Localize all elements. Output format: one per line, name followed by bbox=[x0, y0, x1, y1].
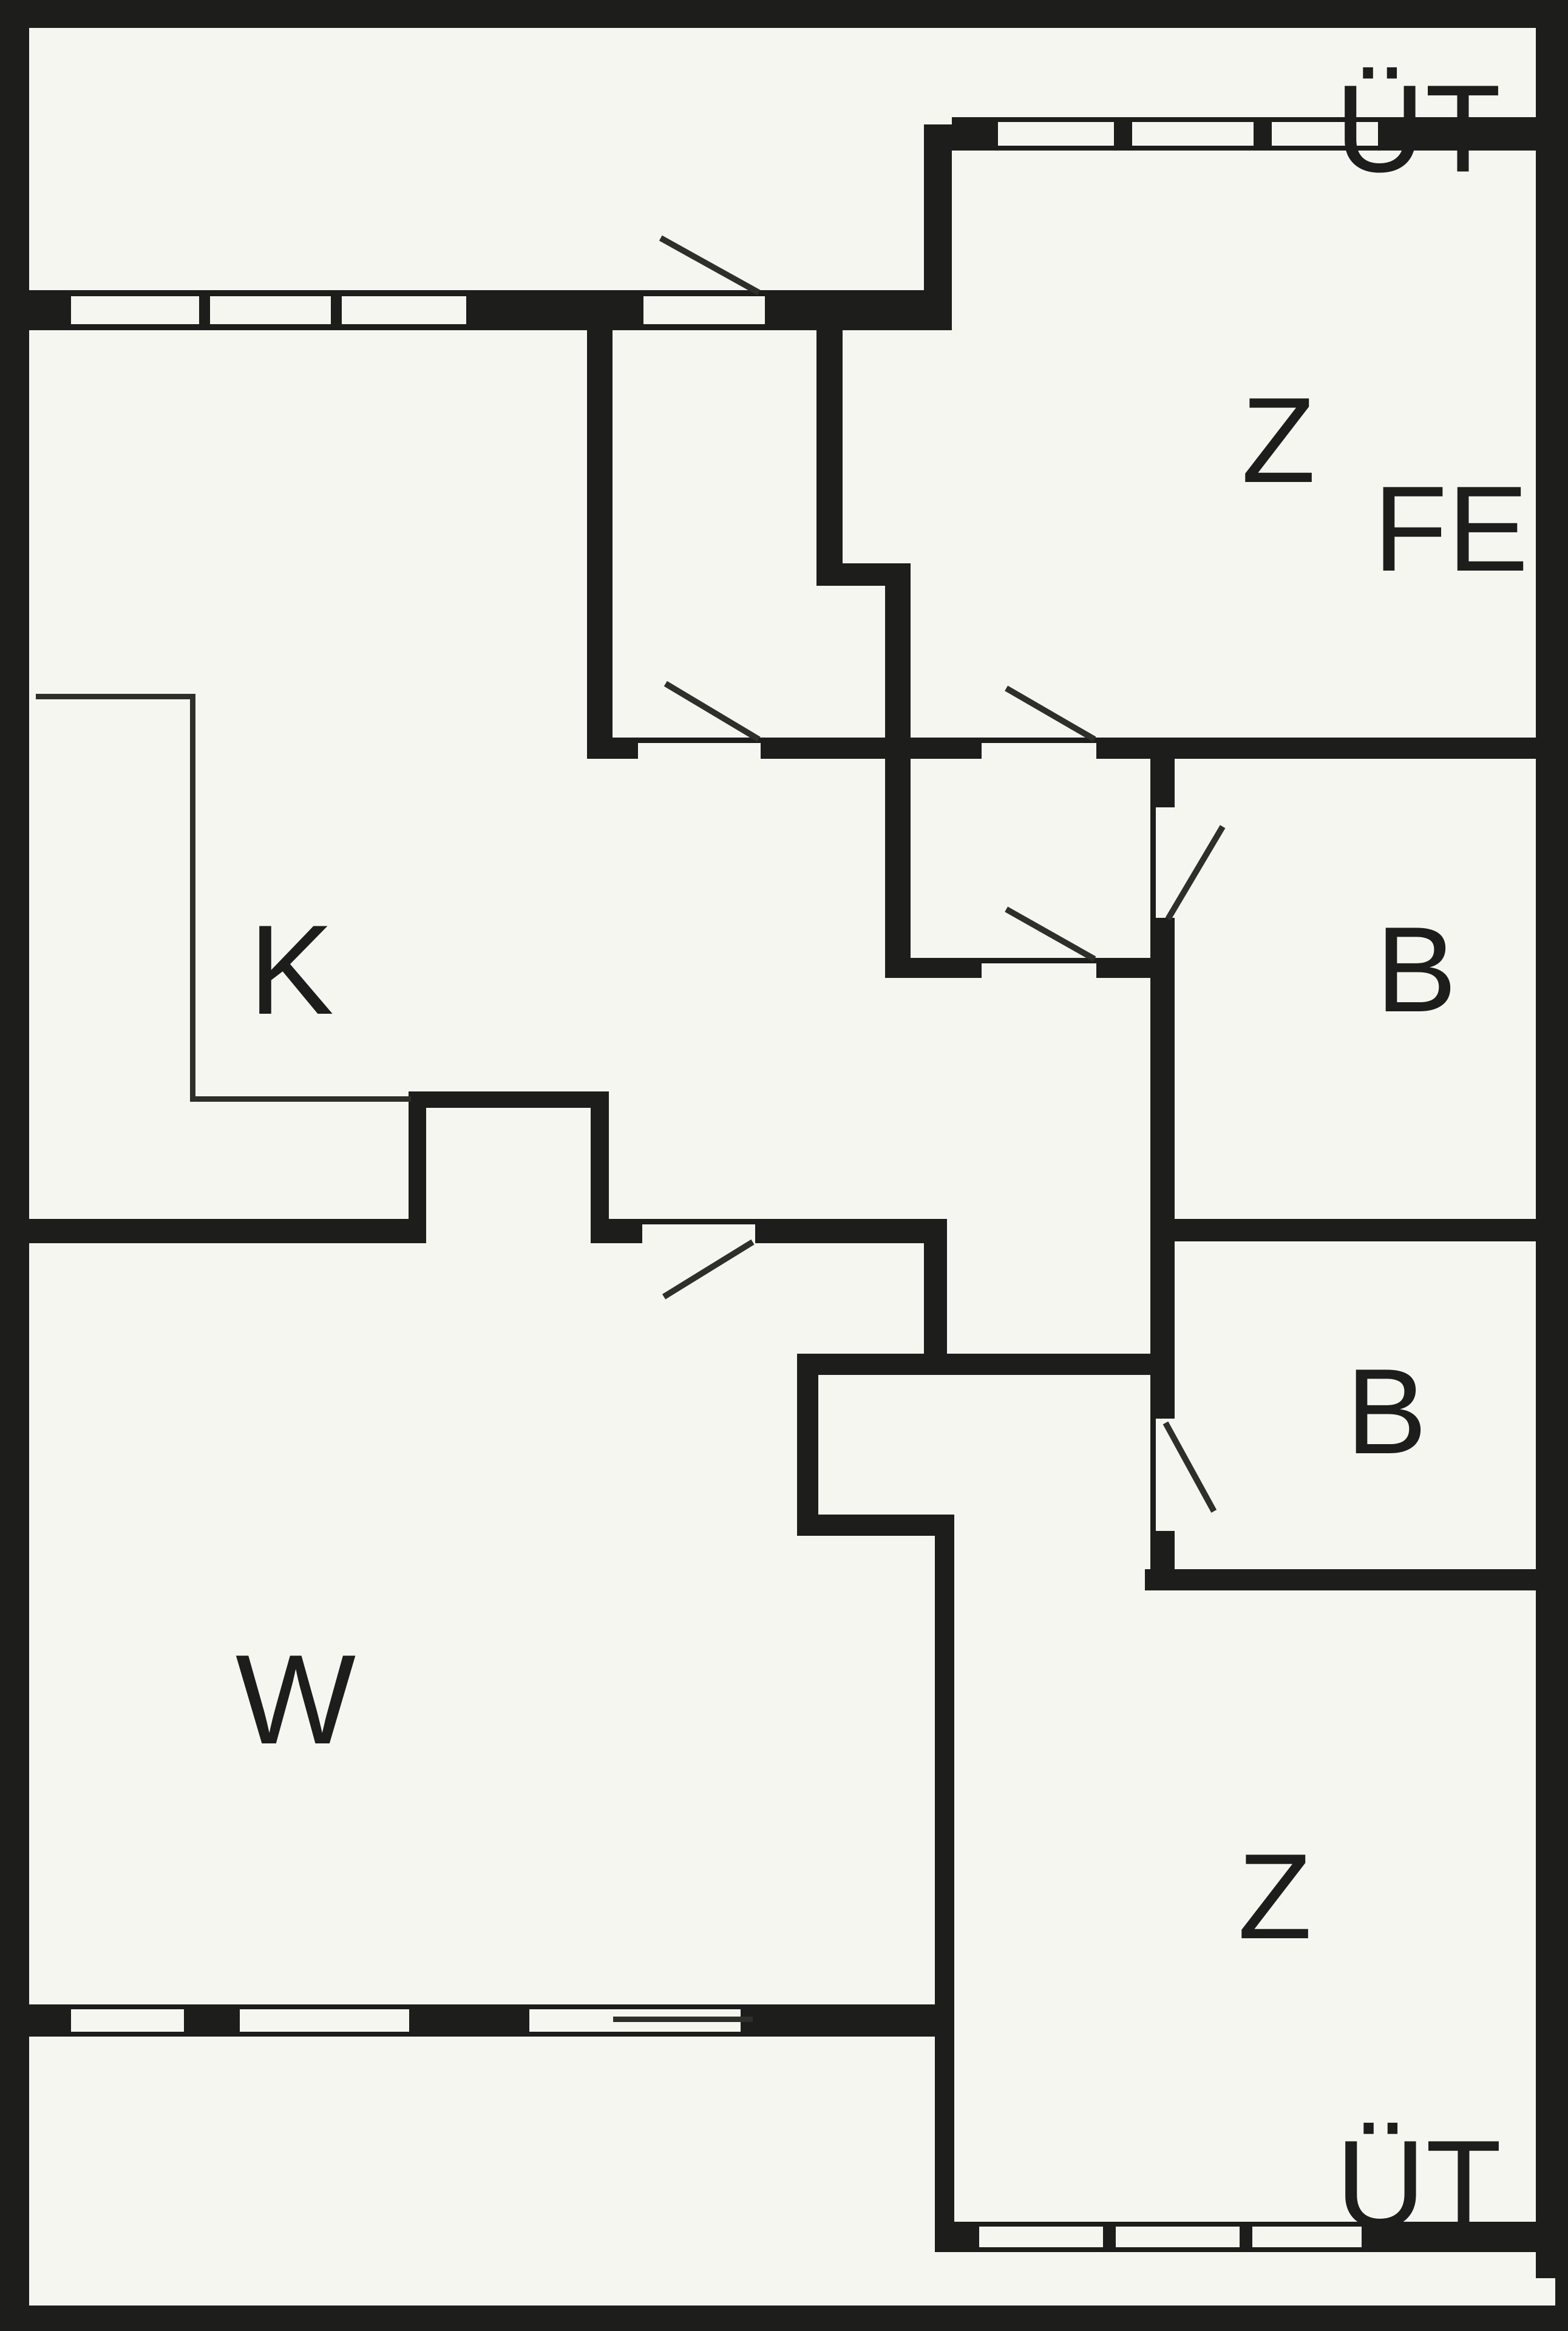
outer-top-wall bbox=[0, 0, 1568, 28]
kitchen-counter-bottom-line bbox=[190, 1096, 411, 1102]
living-door-leaf bbox=[662, 1239, 755, 1300]
right-wall-notch bbox=[1536, 2278, 1555, 2306]
kitchen-living-wall-west bbox=[29, 1219, 426, 1243]
corridor-door-gap bbox=[638, 743, 761, 759]
vestibule-north-door-leaf bbox=[1005, 685, 1096, 742]
room-label-ut-top: ÜT bbox=[1335, 59, 1501, 198]
corridor-door-leaf bbox=[664, 680, 761, 742]
ne-window-pane-1 bbox=[998, 122, 1114, 146]
se-window-pane-3 bbox=[1252, 2227, 1362, 2247]
room-label-b-lower: B bbox=[1346, 1344, 1427, 1479]
nw-window-pane-2 bbox=[210, 296, 331, 324]
niche-left-wall bbox=[409, 1091, 426, 1243]
nook-west-wall bbox=[924, 1243, 947, 1354]
bath2-south-wall bbox=[1145, 1569, 1536, 1590]
niche-right-wall bbox=[591, 1091, 609, 1243]
room-label-w: W bbox=[235, 1628, 356, 1771]
kitchen-counter-top-line bbox=[36, 694, 195, 699]
vestibule-north-door-gap bbox=[982, 743, 1096, 759]
outer-left-wall bbox=[0, 0, 29, 2331]
nw-terrace-door-leaf bbox=[659, 235, 761, 296]
corridor-right-wall-upper bbox=[816, 330, 843, 586]
outer-right-wall bbox=[1536, 0, 1568, 2306]
outer-bottom-wall bbox=[0, 2306, 1568, 2331]
hall-step-wall-vertical bbox=[797, 1354, 818, 1536]
ne-terrace-door-gap bbox=[1272, 122, 1378, 146]
bath-divider-wall bbox=[1150, 1219, 1536, 1241]
ne-window-pane-2 bbox=[1132, 122, 1254, 146]
sw-sliding-door-line bbox=[613, 2017, 753, 2022]
ztop-west-wall bbox=[924, 124, 952, 330]
se-window-pane-1 bbox=[979, 2227, 1103, 2247]
sw-window-pane-1 bbox=[71, 2009, 184, 2032]
nw-terrace-door-gap bbox=[643, 296, 765, 324]
room-label-z-bottom: Z bbox=[1237, 1829, 1312, 1964]
room-label-ut-bottom: ÜT bbox=[1336, 2114, 1502, 2254]
hall-step-wall-horizontal bbox=[797, 1515, 954, 1536]
room-label-fe: FE bbox=[1373, 461, 1529, 597]
kitchen-counter-side-line bbox=[190, 694, 195, 1102]
vestibule-south-door-gap bbox=[982, 963, 1096, 978]
nook-south-wall bbox=[797, 1354, 1175, 1375]
nw-window-pane-1 bbox=[71, 296, 199, 324]
room-label-z-top: Z bbox=[1241, 373, 1316, 508]
corridor-left-wall bbox=[587, 330, 613, 759]
room-label-b-upper: B bbox=[1376, 902, 1457, 1037]
niche-top-wall bbox=[409, 1091, 609, 1108]
vestibule-west-wall bbox=[885, 563, 911, 978]
living-z-divider-wall bbox=[935, 1515, 954, 2252]
living-door-gap bbox=[642, 1224, 755, 1243]
bath1-door-gap bbox=[1156, 807, 1175, 918]
room-label-k: K bbox=[248, 898, 334, 1041]
se-window-pane-2 bbox=[1116, 2227, 1240, 2247]
vestibule-south-door-leaf bbox=[1005, 906, 1096, 962]
sw-window-pane-2 bbox=[240, 2009, 409, 2032]
nw-window-pane-3 bbox=[342, 296, 466, 324]
